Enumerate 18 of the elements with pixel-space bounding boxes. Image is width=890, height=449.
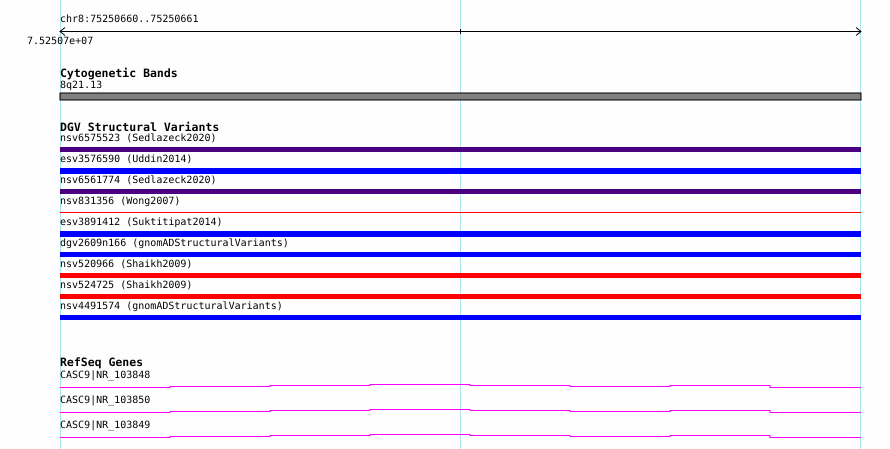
track-heading: Cytogenetic Bands xyxy=(60,67,178,79)
gene-label: CASC9|NR_103849 xyxy=(60,420,150,432)
gene-label: CASC9|NR_103848 xyxy=(60,370,150,382)
coordinate-label: chr8:75250660..75250661 xyxy=(60,14,198,26)
feature-label: nsv6575523 (Sedlazeck2020) xyxy=(60,133,217,145)
feature-label: esv3891412 (Suktitipat2014) xyxy=(60,217,223,229)
feature-label: dgv2609n166 (gnomADStructuralVariants) xyxy=(60,238,289,250)
feature-label: nsv4491574 (gnomADStructuralVariants) xyxy=(60,301,283,313)
track-heading: DGV Structural Variants xyxy=(60,121,220,133)
feature-label: nsv831356 (Wong2007) xyxy=(60,196,180,208)
band-label: 8q21.13 xyxy=(60,80,102,92)
feature-label: esv3576590 (Uddin2014) xyxy=(60,154,192,166)
axis-tick-label: 7.52507e+07 xyxy=(27,36,94,48)
feature-label: nsv520966 (Shaikh2009) xyxy=(60,259,192,271)
feature-label: nsv6561774 (Sedlazeck2020) xyxy=(60,175,217,187)
feature-label: nsv524725 (Shaikh2009) xyxy=(60,280,192,292)
track-heading: RefSeq Genes xyxy=(60,356,144,368)
gene-label: CASC9|NR_103850 xyxy=(60,395,150,407)
